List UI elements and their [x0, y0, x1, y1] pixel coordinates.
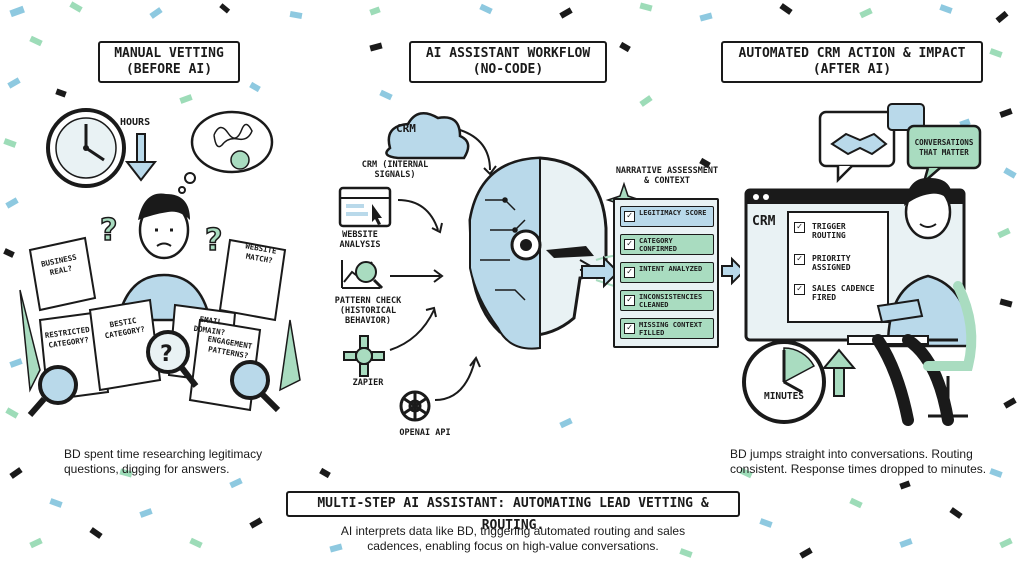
- narrative-title: NARRATIVE ASSESSMENT & CONTEXT: [615, 166, 719, 186]
- zapier-icon: [343, 335, 385, 377]
- conversations-bubble-label: CONVERSATIONS THAT MATTER: [914, 138, 974, 157]
- arrow-down-icon: [124, 133, 158, 182]
- svg-text:?: ?: [205, 223, 222, 258]
- checkbox-icon: ✓: [794, 254, 805, 265]
- zapier-label: ZAPIER: [352, 378, 384, 388]
- checkbox-icon: ✓: [624, 267, 635, 278]
- manual-vetting-title: MANUAL VETTING (BEFORE AI): [98, 41, 240, 83]
- svg-text:?: ?: [160, 342, 173, 367]
- bottom-caption: AI interprets data like BD, triggering a…: [340, 524, 686, 553]
- crm-action-item: ✓TRIGGER ROUTING: [794, 222, 884, 240]
- checkbox-icon: ✓: [624, 211, 635, 222]
- narrative-panel: ✓LEGITIMACY SCORE ✓CATEGORY CONFIRMED ✓I…: [613, 198, 719, 348]
- arrow-to-crm-icon: [721, 256, 740, 286]
- thought-bubble-icon: [178, 110, 274, 194]
- checkbox-icon: ✓: [794, 222, 805, 233]
- pattern-chart-icon: [341, 260, 384, 290]
- ai-robot-head-icon: [468, 156, 608, 350]
- crm-action-item: ✓PRIORITY ASSIGNED: [794, 254, 884, 272]
- manual-vetting-illustration: ? ? ?: [19, 108, 301, 417]
- conversations-bubble-icon: [906, 124, 982, 186]
- bottom-headline: MULTI-STEP AI ASSISTANT: AUTOMATING LEAD…: [286, 491, 740, 533]
- checkbox-icon: ✓: [624, 239, 635, 250]
- handshake-bubble-icon: [818, 110, 896, 184]
- minutes-label: MINUTES: [763, 391, 805, 402]
- pattern-check-label: PATTERN CHECK (HISTORICAL BEHAVIOR): [334, 296, 402, 326]
- arrow-up-icon: [821, 348, 857, 397]
- magnifier-icon: ?: [27, 330, 281, 417]
- website-analysis-label: WEBSITE ANALYSIS: [339, 230, 381, 250]
- workflow-subtitle: (NO-CODE): [472, 62, 544, 77]
- crm-action-item: ✓SALES CADENCE FIRED: [794, 284, 884, 302]
- minutes-clock-icon: [742, 340, 826, 424]
- narrative-item: ✓LEGITIMACY SCORE: [620, 206, 714, 227]
- manual-vetting-caption: BD spent time researching legitimacy que…: [64, 447, 263, 476]
- workflow-heading: AI ASSISTANT WORKFLOW: [425, 46, 591, 61]
- happy-person-icon: [876, 177, 974, 348]
- openai-icon: [399, 390, 431, 422]
- crm-action-title: AUTOMATED CRM ACTION & IMPACT (AFTER AI): [721, 41, 983, 83]
- checkbox-icon: ✓: [794, 284, 805, 295]
- svg-text:?: ?: [100, 213, 117, 248]
- crm-screen-title: CRM: [752, 214, 776, 229]
- narrative-item: ✓INTENT ANALYZED: [620, 262, 714, 283]
- website-icon: [338, 186, 392, 228]
- crm-cloud-icon: [385, 111, 470, 160]
- manual-vetting-subtitle: (BEFORE AI): [125, 62, 213, 77]
- manual-vetting-heading: MANUAL VETTING: [114, 46, 224, 61]
- clock-icon: [46, 108, 126, 188]
- crm-internal-signals-label: CRM (INTERNAL SIGNALS): [361, 160, 429, 180]
- narrative-item: ✓INCONSISTENCIES CLEANED: [620, 290, 714, 311]
- crm-action-subtitle: (AFTER AI): [812, 62, 892, 77]
- crm-action-heading: AUTOMATED CRM ACTION & IMPACT: [738, 46, 966, 61]
- checkbox-icon: ✓: [624, 295, 635, 306]
- narrative-item: ✓MISSING CONTEXT FILLED: [620, 318, 714, 339]
- crm-action-caption: BD jumps straight into conversations. Ro…: [730, 447, 987, 476]
- checkbox-icon: ✓: [624, 323, 635, 334]
- workflow-title: AI ASSISTANT WORKFLOW (NO-CODE): [409, 41, 607, 83]
- hours-label: HOURS: [120, 117, 151, 128]
- arrow-to-narrative-icon: [581, 255, 620, 289]
- document-pile-icon: [19, 236, 301, 412]
- narrative-item: ✓CATEGORY CONFIRMED: [620, 234, 714, 255]
- worried-person-icon: [116, 193, 212, 322]
- input-arrows: [389, 129, 497, 401]
- crm-cloud-label: CRM: [396, 122, 416, 135]
- ai-workflow-illustration: [338, 111, 740, 422]
- openai-api-label: OPENAI API: [399, 428, 451, 438]
